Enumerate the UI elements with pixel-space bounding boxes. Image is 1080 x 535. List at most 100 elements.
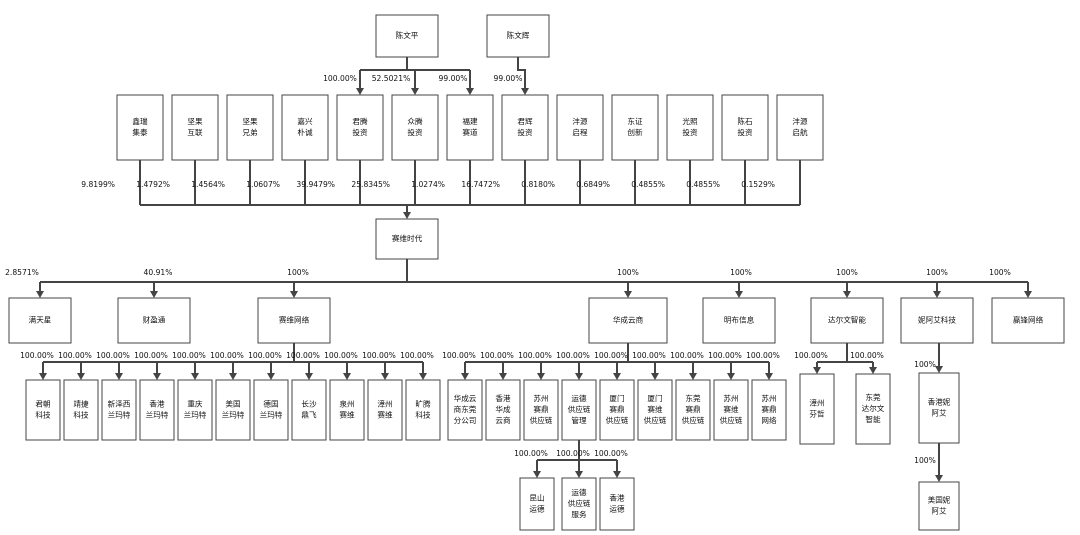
pct-wangluo-quanzhou: 100.00% — [324, 351, 358, 360]
node-label-yunde-guanli: 供应链 — [568, 404, 591, 414]
pct-niaai-hk: 100% — [914, 360, 936, 369]
node-label-junhui: 君辉 — [517, 117, 533, 126]
node-changsha — [291, 379, 327, 441]
node-dongguan-branch — [447, 379, 483, 441]
node-label-dongguan-branch: 华成云 — [454, 393, 477, 403]
node-label-kunshan: 昆山 — [529, 493, 544, 503]
node-label-dongguan-branch: 商东莞 — [454, 404, 477, 414]
node-chen-wenping — [375, 14, 439, 58]
arrow-holder-cwp-zhongteng — [411, 88, 419, 95]
node-label-suzhou-saiwei-gyl: 赛维 — [723, 404, 739, 414]
node-label-hk-niaai: 阿艾 — [931, 409, 947, 418]
node-xiamen-saiding — [599, 379, 635, 441]
node-label-us-niaai: 美国妮 — [928, 495, 951, 505]
pct-wangluo-zhangzhou: 100.00% — [362, 351, 396, 360]
pct-subsidiary-yingfeng: 100% — [989, 268, 1011, 277]
arrow-subsidiary-yingfeng — [1024, 291, 1032, 298]
node-label-dongzheng: 东证 — [627, 116, 643, 126]
arrow-subsidiary-niaai — [933, 291, 941, 298]
node-label-hk-yunde: 运德 — [609, 504, 625, 514]
node-label-fengyuan-qihang: 启航 — [792, 127, 808, 137]
node-label-daerwen: 达尔文智能 — [828, 315, 866, 325]
pct-wangluo-junchao: 100.00% — [20, 351, 54, 360]
pct-jianguo-xiongdi: 1.4564% — [191, 180, 225, 189]
node-label-xinzexi: 新泽西 — [108, 399, 131, 409]
node-label-us-lanmate: 兰玛特 — [222, 410, 245, 420]
node-label-quanzhou: 泉州 — [339, 399, 354, 409]
node-label-zhangzhou-fenzhe: 漳州 — [809, 398, 824, 408]
pct-huacheng-suzhou-wangluo: 100.00% — [746, 351, 780, 360]
node-label-caiying: 财盈通 — [143, 315, 166, 325]
node-fengyuan-qicheng — [556, 94, 604, 161]
node-hk-lanmate — [139, 379, 175, 441]
node-label-dongguan-saiding: 东莞 — [685, 393, 701, 403]
node-hk-niaai — [918, 372, 960, 444]
node-label-kunshan: 运德 — [529, 504, 545, 514]
pct-jiaxing: 1.0607% — [246, 180, 280, 189]
node-label-dongguan-daerwen: 东莞 — [865, 392, 881, 402]
pct-subsidiary-caiying: 40.91% — [144, 268, 173, 277]
node-label-jianguo-xiongdi: 兄弟 — [242, 127, 258, 137]
node-label-suzhou-saiwei: 赛鼎 — [533, 404, 548, 414]
arrow-subsidiary-saiwei-wangluo — [290, 291, 298, 298]
pct-junhui: 16.7472% — [461, 180, 500, 189]
arrow-wangluo-hk-lanmate — [153, 373, 161, 380]
node-label-fengyuan-qicheng: 沣源 — [572, 116, 588, 126]
node-us-lanmate — [215, 379, 251, 441]
node-label-xiamen-saiwei: 厦门 — [647, 393, 662, 403]
node-zhongteng — [391, 94, 439, 161]
arrow-wangluo-us-lanmate — [229, 373, 237, 380]
arrow-holder-cwh-junhui — [521, 88, 529, 95]
node-yunde-guanli — [561, 379, 597, 441]
node-suzhou-wangluo — [751, 379, 787, 441]
node-hk-yunde — [599, 477, 635, 531]
node-label-mantianxing: 满天星 — [29, 315, 52, 325]
node-label-junteng: 投资 — [352, 127, 368, 137]
node-label-dongguan-daerwen: 达尔文 — [862, 403, 885, 413]
node-yingfeng — [991, 297, 1065, 344]
pct-zhongteng: 25.8345% — [351, 180, 390, 189]
arrow-daerwen-zhangzhou-fenzhe — [813, 367, 821, 374]
node-yunde-fuwu — [561, 477, 597, 531]
node-label-xiamen-saiding: 供应链 — [606, 415, 629, 425]
pct-fujian-saiwei: 1.0274% — [411, 180, 445, 189]
pct-huacheng-yunde-guanli: 100.00% — [556, 351, 590, 360]
node-label-junhui: 投资 — [517, 127, 533, 137]
node-label-zhangzhou: 赛维 — [377, 410, 393, 420]
node-suzhou-saiwei — [523, 379, 559, 441]
arrow-subsidiary-mantianxing — [36, 291, 44, 298]
arrow-subsidiary-caiying — [150, 291, 158, 298]
node-suzhou-saiwei-gyl — [713, 379, 749, 441]
pct-huacheng-hk-huacheng: 100.00% — [480, 351, 514, 360]
pct-subsidiary-huacheng-yunshang: 100% — [617, 268, 639, 277]
node-label-dongguan-saiding: 供应链 — [682, 415, 705, 425]
arrow-huacheng-suzhou-saiwei-gyl — [727, 373, 735, 380]
node-label-xiamen-saiding: 赛鼎 — [609, 404, 624, 414]
pct-huacheng-suzhou-saiwei: 100.00% — [518, 351, 552, 360]
arrow-huacheng-hk-huacheng — [499, 373, 507, 380]
node-label-changsha: 长沙 — [301, 399, 317, 409]
node-label-chenshi: 陈石 — [737, 116, 753, 126]
node-label-hk-niaai: 香港妮 — [928, 397, 951, 407]
arrow-wangluo-kuangteng — [419, 373, 427, 380]
node-label-fujian-saiwei: 福建 — [462, 116, 478, 126]
node-junchao — [25, 379, 61, 441]
pct-niaai-us: 100% — [914, 456, 936, 465]
node-label-hk-lanmate: 香港 — [149, 399, 165, 409]
arrow-daerwen-dongguan-daerwen — [869, 367, 877, 374]
node-label-jiaxing: 嘉兴 — [297, 116, 313, 126]
node-label-de-lanmate: 兰玛特 — [260, 410, 283, 420]
node-label-hk-huacheng: 华成 — [495, 404, 511, 414]
node-label-xiamen-saiding: 厦门 — [609, 393, 624, 403]
node-label-zhangzhou: 漳州 — [377, 399, 392, 409]
node-label-saiwei-wangluo: 赛维网络 — [279, 315, 310, 325]
pct-daerwen-dongguan-daerwen: 100.00% — [850, 351, 884, 360]
node-label-kuangteng: 旷腾 — [415, 399, 431, 409]
arrow-subsidiary-huacheng-yunshang — [624, 291, 632, 298]
node-label-saiwei-shidai: 赛维时代 — [392, 233, 423, 243]
arrow-subsidiary-daerwen — [843, 291, 851, 298]
node-label-yunde-guanli: 管理 — [571, 415, 587, 425]
node-kuangteng — [405, 379, 441, 441]
arrow-wangluo-xinzexi — [115, 373, 123, 380]
node-label-us-niaai: 阿艾 — [931, 507, 947, 516]
